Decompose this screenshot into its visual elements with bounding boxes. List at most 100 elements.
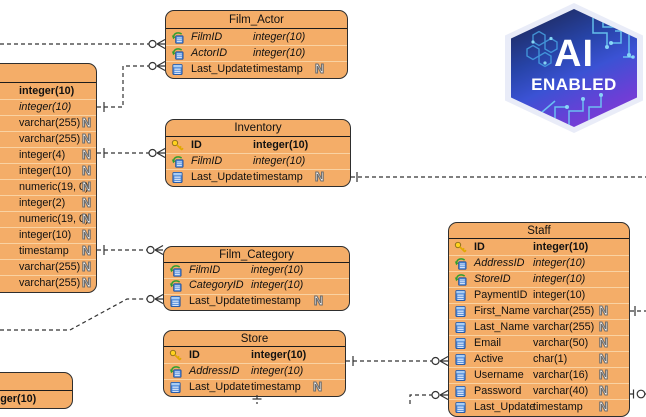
- relationship-line[interactable]: [97, 244, 164, 256]
- column-type: integer(4): [19, 149, 66, 161]
- table-title[interactable]: Staff: [449, 223, 629, 239]
- column-type: timestamp: [251, 381, 301, 393]
- column-type: timestamp: [253, 171, 303, 183]
- column-icon: [169, 295, 182, 308]
- nullable-badge: N: [598, 399, 608, 414]
- column-row[interactable]: integer(10): [0, 391, 72, 407]
- nullable-badge: N: [81, 211, 91, 226]
- column-icon: [171, 63, 184, 76]
- column-name: Password: [474, 385, 522, 397]
- column-row[interactable]: integer(10)N: [0, 163, 96, 179]
- relationship-line[interactable]: [97, 147, 166, 159]
- column-type: integer(10): [253, 47, 306, 59]
- column-row[interactable]: varchar(255)N: [0, 115, 96, 131]
- row-divider: [0, 275, 96, 276]
- column-row[interactable]: integer(4)N: [0, 147, 96, 163]
- table-title[interactable]: [0, 373, 72, 391]
- row-divider: [449, 271, 629, 272]
- nullable-badge: N: [81, 131, 91, 146]
- row-divider: [449, 351, 629, 352]
- relationship-line[interactable]: [0, 38, 166, 50]
- table-title[interactable]: Store: [164, 331, 345, 347]
- table-bottom_left[interactable]: integer(10): [0, 372, 73, 409]
- column-name: Last_Update: [191, 171, 253, 183]
- column-row[interactable]: numeric(19, 0)N: [0, 179, 96, 195]
- column-name: Active: [474, 353, 504, 365]
- column-row[interactable]: integer(2)N: [0, 195, 96, 211]
- optional-circle-marker: [431, 390, 440, 400]
- column-type: integer(10): [253, 31, 306, 43]
- column-type: integer(10): [533, 241, 589, 253]
- relationship-line[interactable]: [630, 389, 646, 399]
- nullable-badge: N: [81, 227, 91, 242]
- table-title[interactable]: Film_Category: [164, 247, 349, 263]
- column-row[interactable]: numeric(19, 0)N: [0, 211, 96, 227]
- column-type: integer(10): [0, 393, 37, 405]
- relationship-line[interactable]: [351, 172, 646, 182]
- primary-key-icon: [169, 349, 182, 362]
- column-row[interactable]: varchar(255)N: [0, 131, 96, 147]
- relationship-line[interactable]: [630, 306, 646, 316]
- row-divider: [0, 99, 96, 100]
- row-divider: [166, 45, 347, 46]
- nullable-badge: N: [81, 179, 91, 194]
- column-type: integer(10): [253, 155, 306, 167]
- circuit-pattern-decoration: [526, 13, 635, 125]
- relationship-line[interactable]: [409, 389, 449, 405]
- table-title[interactable]: [0, 64, 96, 83]
- column-type: integer(10): [251, 365, 304, 377]
- badge-enabled-text: ENABLED: [531, 75, 617, 94]
- column-row[interactable]: PaymentID integer(10): [449, 287, 629, 303]
- table-title[interactable]: Film_Actor: [166, 11, 347, 29]
- column-row[interactable]: integer(10): [0, 99, 96, 115]
- table-title[interactable]: Inventory: [166, 120, 350, 137]
- column-name: FilmID: [191, 31, 223, 43]
- column-row[interactable]: integer(10): [0, 83, 96, 99]
- column-row[interactable]: integer(10)N: [0, 227, 96, 243]
- relationship-line[interactable]: [346, 355, 449, 367]
- column-type: varchar(255): [19, 277, 81, 289]
- column-type: integer(10): [533, 289, 586, 301]
- relationship-line[interactable]: [0, 293, 164, 331]
- nullable-badge: N: [598, 335, 608, 350]
- column-type: integer(10): [19, 165, 72, 177]
- column-icon: [454, 321, 467, 334]
- column-name: PaymentID: [474, 289, 528, 301]
- column-row[interactable]: varchar(255)N: [0, 259, 96, 275]
- relationship-line[interactable]: [97, 60, 166, 113]
- column-name: AddressID: [474, 257, 525, 269]
- column-type: numeric(19, 0): [19, 213, 89, 225]
- column-row[interactable]: varchar(255)N: [0, 275, 96, 291]
- column-row[interactable]: FilmID integer(10): [166, 29, 347, 45]
- column-name: Last_Update: [189, 381, 251, 393]
